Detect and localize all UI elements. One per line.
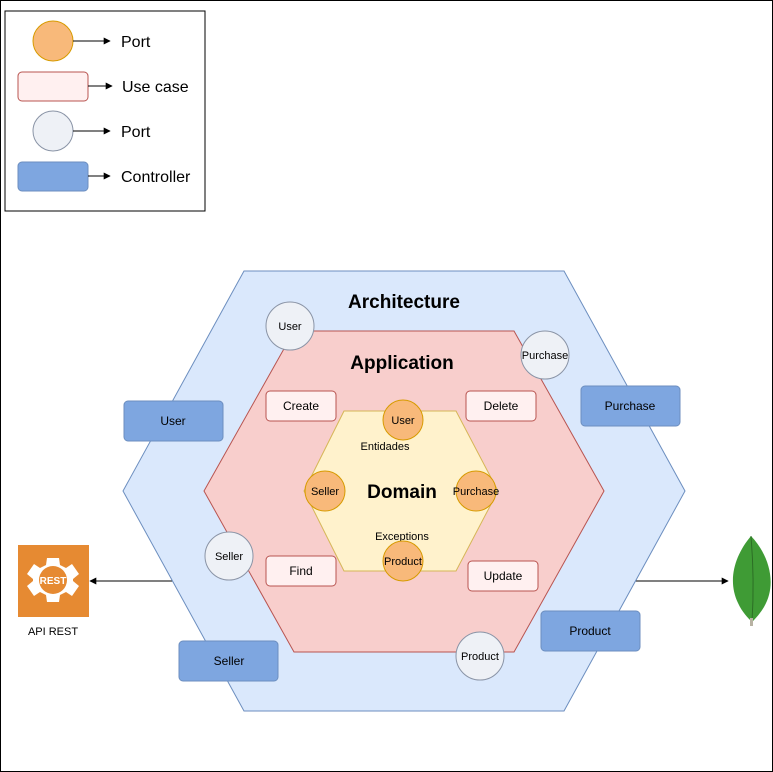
architecture-title: Architecture [348,292,460,313]
use-case-delete [465,390,537,422]
use-case-find-label: Find [289,564,312,578]
app-port-purchase [520,330,570,380]
app-port-seller-label: Seller [215,551,243,563]
app-port-purchase-label: Purchase [522,350,568,362]
controller-product [540,610,641,652]
domain-port-seller [304,470,346,512]
mongodb-leaf-icon [732,535,771,626]
use-case-find [265,555,337,587]
controller-legend-icon [17,161,89,192]
legend-label: Port [121,34,151,51]
domain-port-product [382,540,424,582]
api-rest-label: API REST [28,626,78,638]
domain-port-purchase-label: Purchase [453,486,499,498]
rest-api-icon: REST [18,545,89,617]
domain-hexagon [303,410,499,572]
use-case-delete-label: Delete [484,399,519,413]
app-port-user [265,301,315,351]
controller-purchase [580,385,681,427]
domain-port-user-label: User [391,415,415,427]
controller-purchase-label: Purchase [605,399,656,413]
domain-port-product-label: Product [384,556,422,568]
application-title: Application [350,353,453,374]
entities-label: Entidades [361,441,410,453]
legend-label: Controller [121,169,191,186]
use-case-legend-icon [17,71,89,102]
rest-logo-text: REST [40,576,67,587]
orange-port-icon [32,20,74,62]
controller-seller-label: Seller [214,654,245,668]
domain-title: Domain [367,482,437,503]
controller-user [123,400,224,442]
use-case-create-label: Create [283,399,319,413]
legend-label: Port [121,124,151,141]
domain-port-purchase [455,470,497,512]
legend: Port Use case Port Controller [4,10,206,212]
exceptions-label: Exceptions [375,531,429,543]
use-case-update-label: Update [484,569,523,583]
use-case-update [467,560,539,592]
controller-product-label: Product [569,624,611,638]
controller-seller [178,640,279,682]
app-port-product [455,631,505,681]
legend-label: Use case [122,79,189,96]
controller-user-label: User [160,414,185,428]
app-port-user-label: User [278,321,302,333]
app-port-product-label: Product [461,651,499,663]
use-case-create [265,390,337,422]
domain-port-seller-label: Seller [311,486,339,498]
domain-port-user [382,399,424,441]
white-port-icon [32,110,74,152]
app-port-seller [204,531,254,581]
